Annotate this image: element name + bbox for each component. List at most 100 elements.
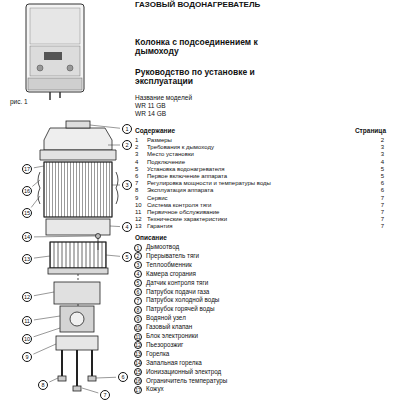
part-name: Патрубок подачи газа bbox=[146, 289, 209, 296]
subtitle: Руководство по установке и эксплуатации bbox=[135, 68, 305, 87]
callout-number: 16 bbox=[134, 377, 142, 385]
part-name: Блок электроники bbox=[146, 333, 198, 340]
part-name: Ограничитель температуры bbox=[146, 378, 227, 385]
leader-line bbox=[108, 145, 120, 146]
part-name: Патрубок холодной воды bbox=[146, 297, 219, 304]
contents-item: Подключение bbox=[147, 159, 185, 166]
contents-number: 3 bbox=[135, 151, 138, 158]
contents-item: Место установки bbox=[147, 151, 194, 158]
callout-number: 6 bbox=[134, 288, 142, 296]
callout-number: 11 bbox=[134, 333, 142, 341]
contents-item: Требования к дымоходу bbox=[147, 144, 214, 151]
contents-page: 5 bbox=[381, 173, 384, 180]
contents-number: 1 bbox=[135, 137, 138, 144]
leader-line bbox=[90, 125, 120, 128]
leader-line bbox=[110, 226, 120, 228]
callout-number: 3 bbox=[134, 261, 142, 269]
callout-number: 4 bbox=[134, 270, 142, 278]
part-name: Ионизационный электрод bbox=[146, 369, 221, 376]
callout-number: 8 bbox=[38, 380, 48, 390]
callout-number: 16 bbox=[22, 186, 32, 196]
model-name: WR 14 GB bbox=[135, 110, 166, 117]
description-heading: Описание bbox=[135, 234, 167, 241]
part-name: Кожух bbox=[146, 386, 164, 393]
callout-number: 9 bbox=[134, 315, 142, 323]
callout-number: 6 bbox=[118, 372, 128, 382]
part-name: Камера сгорания bbox=[146, 271, 196, 278]
callout-number: 17 bbox=[22, 164, 32, 174]
subtitle: Колонка с подсоединением к дымоходу bbox=[135, 38, 285, 57]
contents-item: Технические характеристики bbox=[147, 216, 227, 223]
leader-line bbox=[112, 185, 120, 186]
part-name: Газовый клапан bbox=[146, 324, 192, 331]
contents-page: 6 bbox=[381, 187, 384, 194]
leader-line bbox=[34, 316, 60, 320]
contents-page: 7 bbox=[381, 202, 384, 209]
contents-item: Установка водонагревателя bbox=[147, 166, 225, 173]
contents-number: 7 bbox=[135, 180, 138, 187]
contents-heading: Страница bbox=[355, 127, 386, 134]
leader-line bbox=[33, 344, 56, 354]
callout-number: 2 bbox=[122, 140, 132, 150]
contents-item: Регулировка мощности и температуры воды bbox=[147, 180, 271, 187]
contents-number: 11 bbox=[135, 209, 141, 216]
callout-number: 10 bbox=[134, 324, 142, 332]
callout-number: 11 bbox=[22, 316, 32, 326]
models-heading: Название моделей bbox=[135, 94, 192, 101]
callout-number: 5 bbox=[134, 279, 142, 287]
callout-number: 13 bbox=[134, 350, 142, 358]
contents-number: 13 bbox=[135, 223, 142, 230]
leader-line bbox=[34, 256, 50, 258]
leader-line bbox=[34, 292, 54, 296]
contents-page: 7 bbox=[381, 223, 384, 230]
figure-label: рис. 1 bbox=[10, 98, 28, 105]
part-name: Дымоотвод bbox=[146, 244, 179, 251]
contents-page: 7 bbox=[381, 216, 384, 223]
part-name: Водяной узел bbox=[146, 315, 186, 322]
contents-page: 2 bbox=[381, 137, 384, 144]
part-name: Теплообменник bbox=[146, 262, 192, 269]
leader-lines bbox=[31, 125, 120, 393]
contents-page: 7 bbox=[381, 195, 384, 202]
callout-number: 3 bbox=[122, 180, 132, 190]
contents-page: 3 bbox=[381, 151, 384, 158]
contents-item: Размеры bbox=[147, 137, 172, 144]
callout-number: 10 bbox=[22, 334, 32, 344]
contents-number: 10 bbox=[135, 202, 142, 209]
leader-line bbox=[31, 196, 40, 207]
callout-number: 4 bbox=[122, 222, 132, 232]
callout-number: 1 bbox=[122, 124, 132, 134]
leader-line bbox=[34, 236, 96, 238]
part-name: Пьезорозжиг bbox=[146, 342, 183, 349]
callout-number: 14 bbox=[134, 359, 142, 367]
leader-line bbox=[106, 255, 120, 256]
callout-number: 15 bbox=[22, 208, 32, 218]
heater-photo bbox=[26, 4, 84, 100]
callout-number: 13 bbox=[22, 254, 32, 264]
callout-number: 9 bbox=[22, 352, 32, 362]
contents-number: 2 bbox=[135, 144, 138, 151]
contents-item: Первое включение аппарата bbox=[147, 173, 227, 180]
callout-number: 7 bbox=[134, 297, 142, 305]
callout-number: 5 bbox=[122, 252, 132, 262]
contents-page: 4 bbox=[381, 159, 384, 166]
part-name: Горелка bbox=[146, 351, 169, 358]
contents-item: Первичное обслуживание bbox=[147, 209, 219, 216]
part-name: Запальная горелка bbox=[146, 360, 202, 367]
part-name: Патрубок горячей воды bbox=[146, 306, 214, 313]
contents-number: 8 bbox=[135, 187, 138, 194]
contents-page: 3 bbox=[381, 144, 384, 151]
leader-line bbox=[32, 180, 40, 186]
contents-number: 4 bbox=[135, 159, 138, 166]
leader-line bbox=[34, 328, 60, 337]
callout-number: 12 bbox=[134, 341, 142, 349]
part-name: Прерыватель тяги bbox=[146, 253, 199, 260]
contents-heading: Содержание bbox=[135, 127, 175, 134]
contents-number: 6 bbox=[135, 173, 138, 180]
callout-number: 1 bbox=[134, 244, 142, 252]
callout-number: 14 bbox=[22, 232, 32, 242]
page-title: ГАЗОВЫЙ ВОДОНАГРЕВАТЕЛЬ bbox=[135, 1, 260, 10]
contents-page: 7 bbox=[381, 209, 384, 216]
leader-line bbox=[82, 388, 98, 393]
